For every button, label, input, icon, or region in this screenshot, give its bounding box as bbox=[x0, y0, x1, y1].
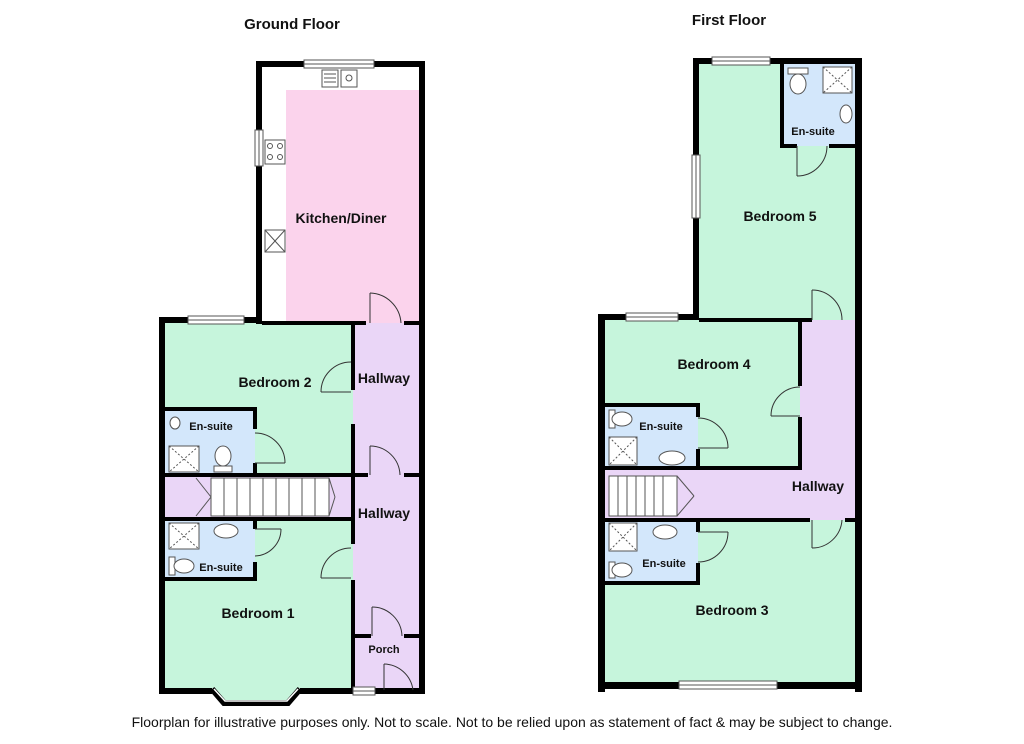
first-interior-walls bbox=[605, 64, 855, 585]
first-sanitary-fittings bbox=[608, 66, 853, 579]
ground-sanitary-fittings bbox=[168, 416, 239, 576]
hallway-lower-label: Hallway bbox=[358, 505, 410, 521]
bay-window-wall bbox=[209, 687, 303, 706]
ensuite-bedroom-2-label: En-suite bbox=[189, 421, 232, 433]
first-staircase bbox=[608, 475, 695, 517]
ground-interior-walls bbox=[165, 321, 419, 688]
kitchen-diner-room bbox=[286, 90, 419, 323]
bedroom-1-label: Bedroom 1 bbox=[221, 605, 294, 621]
bedroom-2-label: Bedroom 2 bbox=[238, 374, 311, 390]
bedroom-3-label: Bedroom 3 bbox=[695, 602, 768, 618]
ground-floor-title: Ground Floor bbox=[244, 16, 340, 33]
ensuite-bedroom-1-label: En-suite bbox=[199, 562, 242, 574]
hallway-lower bbox=[353, 519, 419, 636]
porch-label: Porch bbox=[368, 644, 399, 656]
first-floor-title: First Floor bbox=[692, 12, 766, 29]
ground-floor: Ground Floor bbox=[159, 16, 425, 706]
ensuite-bedroom-3-label: En-suite bbox=[642, 558, 685, 570]
bedroom-5-label: Bedroom 5 bbox=[743, 208, 816, 224]
bay-window-floor bbox=[212, 686, 300, 700]
porch-room bbox=[353, 636, 419, 688]
first-doors bbox=[697, 145, 843, 563]
ensuite-bedroom-4-label: En-suite bbox=[639, 421, 682, 433]
bay-window-glass bbox=[213, 688, 299, 702]
first-hallway-label: Hallway bbox=[792, 478, 844, 494]
ensuite-bedroom-5-label: En-suite bbox=[791, 126, 834, 138]
disclaimer-text: Floorplan for illustrative purposes only… bbox=[131, 714, 893, 730]
kitchen-fittings bbox=[264, 69, 358, 253]
ground-doors bbox=[254, 292, 414, 691]
first-windows bbox=[625, 56, 778, 690]
ground-windows bbox=[187, 59, 376, 696]
hallway-upper bbox=[353, 323, 419, 475]
kitchen-diner-label: Kitchen/Diner bbox=[295, 210, 387, 226]
ground-staircase bbox=[195, 477, 336, 517]
first-floor: First Floor bbox=[598, 12, 862, 692]
bedroom-4-label: Bedroom 4 bbox=[677, 356, 750, 372]
hallway-upper-label: Hallway bbox=[358, 370, 410, 386]
